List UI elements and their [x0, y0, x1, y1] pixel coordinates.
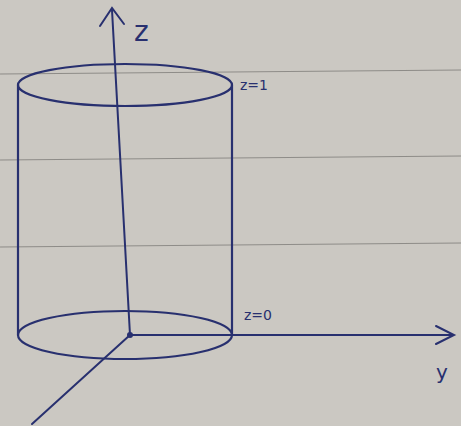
axis-label: z [134, 18, 149, 46]
axis-label: y [436, 362, 448, 382]
paper-rules [0, 70, 461, 247]
height-label: z=1 [240, 78, 268, 92]
axes [32, 8, 454, 424]
cylinder [18, 64, 232, 359]
height-label: z=0 [244, 308, 272, 322]
origin-dot [127, 332, 133, 338]
